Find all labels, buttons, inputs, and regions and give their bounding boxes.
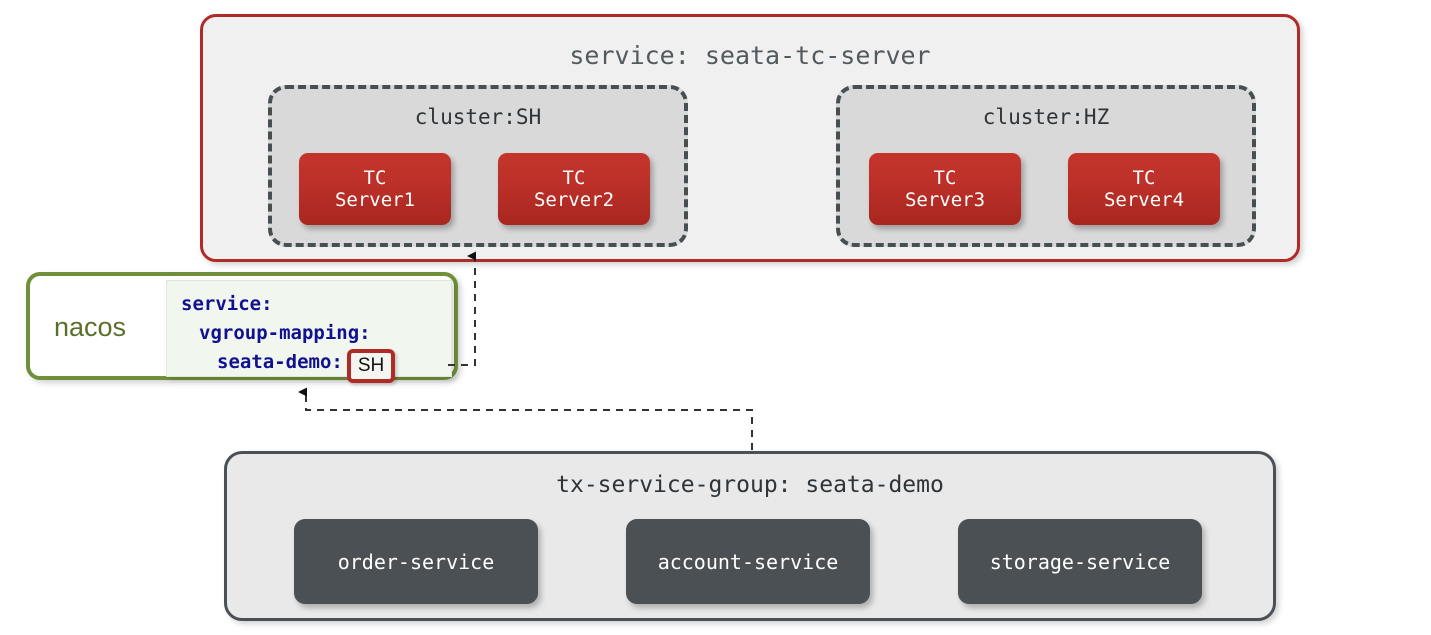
config-key-service: service (181, 293, 262, 315)
config-line-seata-demo: seata-demo:SH (181, 348, 451, 383)
config-key-seata-demo: seata-demo (217, 350, 332, 373)
nacos-config-panel: service: vgroup-mapping: seata-demo:SH (166, 280, 452, 383)
cluster-hz-title: cluster:HZ (982, 105, 1110, 129)
config-line-vgroup-mapping: vgroup-mapping: (181, 319, 451, 348)
tx-service-group-title: tx-service-group: seata-demo (556, 472, 944, 498)
tc-node-line2: Server2 (533, 189, 615, 211)
config-line-service: service: (181, 290, 451, 319)
tc-server-node[interactable]: TC Server2 (498, 153, 650, 225)
cluster-sh-title: cluster:SH (414, 105, 542, 129)
service-node-label: storage-service (989, 549, 1171, 574)
tc-server-node[interactable]: TC Server3 (869, 153, 1021, 225)
connector-tx-group-to-nacos (298, 387, 753, 450)
nacos-label: nacos (54, 312, 127, 342)
config-value-sh-chip[interactable]: SH (346, 348, 396, 383)
tc-server-node[interactable]: TC Server4 (1068, 153, 1220, 225)
config-key-vgroup-mapping: vgroup-mapping (199, 321, 360, 344)
tc-node-line2: Server1 (334, 189, 416, 211)
tc-node-line1: TC (1132, 166, 1156, 189)
tc-node-line1: TC (363, 166, 387, 189)
service-title: service: seata-tc-server (569, 41, 931, 70)
tc-server-node[interactable]: TC Server1 (299, 153, 451, 225)
config-colon: : (261, 293, 273, 315)
service-node-label: order-service (337, 549, 495, 574)
service-node-account[interactable]: account-service (626, 519, 870, 604)
service-node-storage[interactable]: storage-service (958, 519, 1202, 604)
config-colon: : (331, 350, 343, 373)
config-colon: : (359, 321, 371, 344)
tc-node-line2: Server3 (904, 189, 986, 211)
service-node-label: account-service (657, 549, 839, 574)
tc-node-line1: TC (933, 166, 957, 189)
tc-node-line2: Server4 (1103, 189, 1185, 211)
service-node-order[interactable]: order-service (294, 519, 538, 604)
tc-node-line1: TC (562, 166, 586, 189)
